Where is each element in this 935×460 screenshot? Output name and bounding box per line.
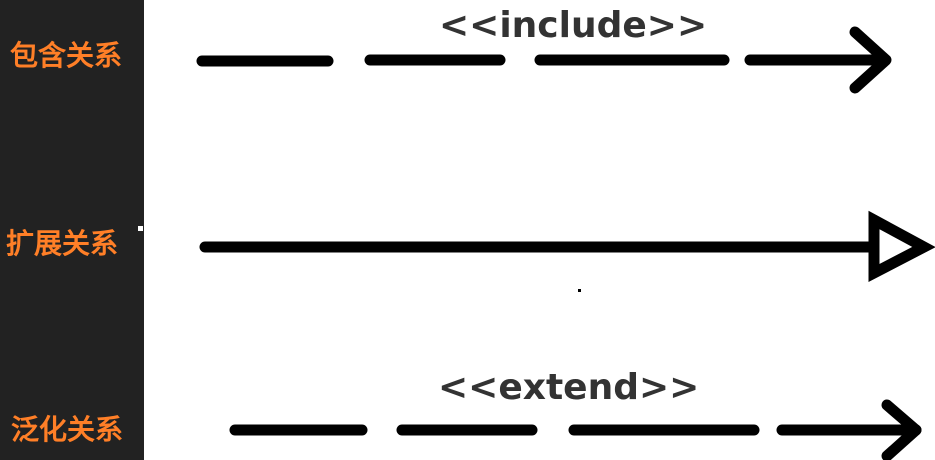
stereotype-extend: <<extend>> [438, 367, 699, 408]
label-include-relationship: 包含关系 [10, 39, 123, 72]
include-open-arrowhead [849, 26, 892, 94]
label-generalization-relationship: 泛化关系 [11, 413, 124, 446]
extend-hollow-triangle-arrowhead [868, 210, 935, 283]
generalization-arrow [229, 399, 922, 460]
left-label-panel: 包含关系 扩展关系 泛化关系 [0, 0, 144, 460]
extend-arrow [199, 210, 935, 283]
label-extend-relationship: 扩展关系 [6, 227, 119, 260]
include-arrow [196, 26, 892, 94]
speck [578, 289, 581, 292]
stereotype-include: <<include>> [439, 5, 707, 46]
speck [138, 226, 143, 231]
general-open-arrowhead [881, 399, 922, 460]
